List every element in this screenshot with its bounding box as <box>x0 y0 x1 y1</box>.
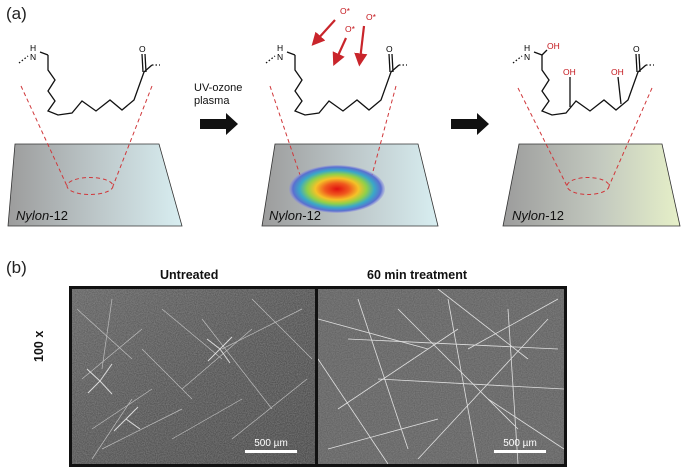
substrate-label-2: Nylon-12 <box>269 208 321 223</box>
sem-image-untreated <box>72 289 315 464</box>
uv-ozone-label-line2: plasma <box>194 95 230 107</box>
process-arrow-1 <box>200 113 238 135</box>
atom-o-2: O <box>386 44 393 54</box>
molecule-treated <box>512 49 654 116</box>
oxygen-radical-3: O* <box>366 12 377 22</box>
substrate-label-3: Nylon-12 <box>512 208 564 223</box>
micrograph-title-60min: 60 min treatment <box>367 268 468 282</box>
panel-label-a: (a) <box>6 4 27 23</box>
atom-h-1: H <box>30 43 36 53</box>
scalebar-text-1: 500 µm <box>254 438 288 449</box>
micrograph-title-untreated: Untreated <box>160 268 219 282</box>
oxygen-radical-2: O* <box>345 24 356 34</box>
atom-o-1: O <box>139 44 146 54</box>
atom-n-3: N <box>524 52 530 62</box>
substrate-untreated <box>7 85 183 227</box>
process-arrow-2 <box>451 113 489 135</box>
scalebar-untreated: 500 µm <box>245 438 297 453</box>
atom-o-3: O <box>633 44 640 54</box>
substrate-label-1: Nylon-12 <box>16 208 68 223</box>
oxygen-arrow-3 <box>354 25 368 67</box>
scalebar-text-2: 500 µm <box>503 438 537 449</box>
substrate-plasma <box>261 85 439 227</box>
uv-ozone-label-line1: UV-ozone <box>194 82 243 94</box>
hydroxyl-2: OH <box>563 67 576 77</box>
magnification-label: 100 x <box>32 330 46 362</box>
hydroxyl-3: OH <box>611 67 624 77</box>
reaction-scheme: H N O H N O O* O* O* H N O OH OH OH Nylo… <box>7 6 681 227</box>
molecule-plasma <box>265 51 407 116</box>
oxygen-arrow-1 <box>311 19 336 46</box>
hydroxyl-1: OH <box>547 41 560 51</box>
atom-h-2: H <box>277 43 283 53</box>
atom-h-3: H <box>524 43 530 53</box>
sem-image-60min <box>318 289 564 464</box>
scalebar-line-1 <box>245 450 297 453</box>
molecule-untreated <box>18 51 160 116</box>
panel-label-b: (b) <box>6 258 27 277</box>
uv-ozone-label: UV-ozone plasma <box>194 82 242 108</box>
atom-n-2: N <box>277 52 283 62</box>
atom-n-1: N <box>30 52 36 62</box>
oxygen-radical-1: O* <box>340 6 351 16</box>
plasma-spot <box>289 165 385 213</box>
substrate-treated <box>502 87 681 227</box>
scalebar-60min: 500 µm <box>494 438 546 453</box>
scalebar-line-2 <box>494 450 546 453</box>
oxygen-arrow-2 <box>332 37 348 67</box>
